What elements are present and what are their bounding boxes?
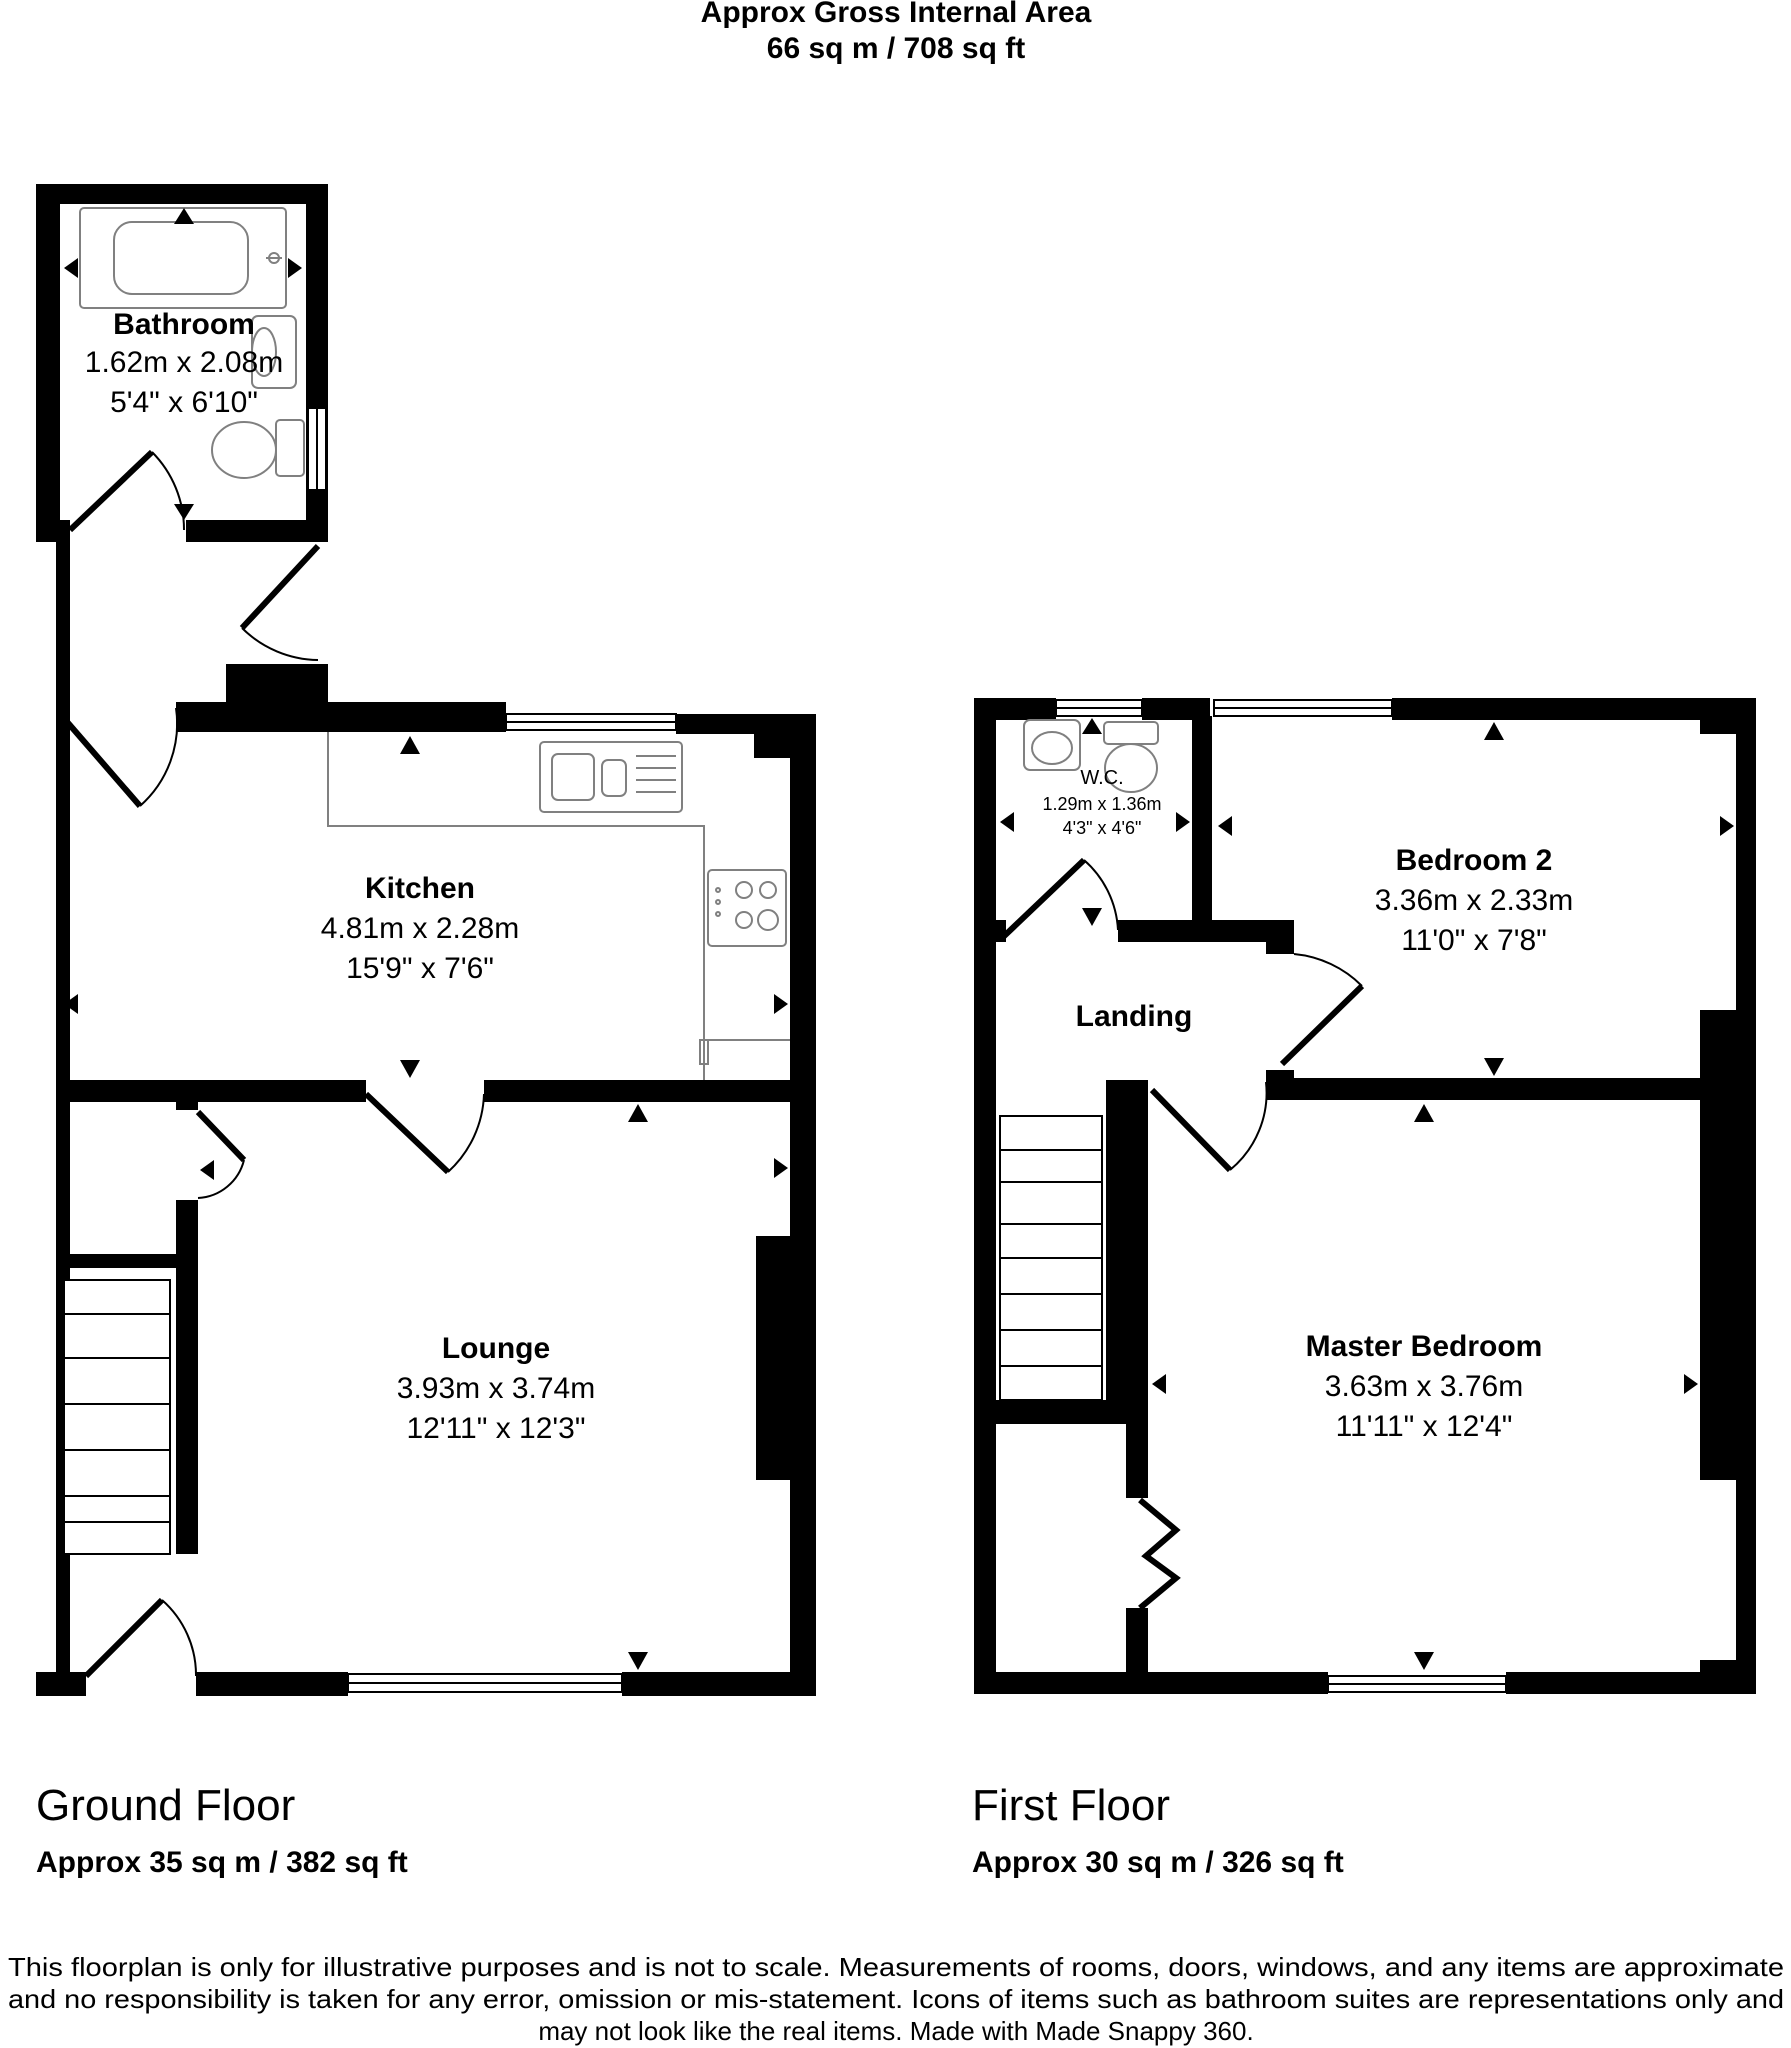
bedroom2-imperial: 11'0" x 7'8" [1401,924,1547,957]
wc-name: W.C. [1080,767,1123,789]
master-bedroom-metric: 3.63m x 3.76m [1325,1370,1523,1403]
first-floor-title: First Floor [972,1781,1170,1830]
landing-name: Landing [1076,1000,1193,1033]
ground-floor-plan [36,184,816,1696]
bathroom-name: Bathroom [113,308,255,341]
bedroom2-name: Bedroom 2 [1396,844,1553,877]
header-title: Approx Gross Internal Area [701,0,1092,29]
master-bedroom-imperial: 11'11" x 12'4" [1336,1410,1513,1443]
kitchen-metric: 4.81m x 2.28m [321,912,519,945]
wc-imperial: 4'3" x 4'6" [1063,818,1142,838]
master-bedroom-name: Master Bedroom [1306,1330,1543,1363]
lounge-name: Lounge [442,1332,550,1365]
ground-floor-title: Ground Floor [36,1781,295,1830]
kitchen-imperial: 15'9" x 7'6" [346,952,494,985]
bathroom-metric: 1.62m x 2.08m [85,346,283,379]
ground-floor-area: Approx 35 sq m / 382 sq ft [36,1846,408,1879]
kitchen-name: Kitchen [365,872,475,905]
disclaimer-line-3: may not look like the real items. Made w… [538,2016,1253,2046]
first-floor-plan [974,698,1756,1694]
bedroom2-metric: 3.36m x 2.33m [1375,884,1573,917]
wc-metric: 1.29m x 1.36m [1042,794,1161,814]
bathroom-imperial: 5'4" x 6'10" [110,386,258,419]
disclaimer-line-2: and no responsibility is taken for any e… [8,1984,1784,2014]
disclaimer-line-1: This floorplan is only for illustrative … [8,1952,1784,1982]
first-floor-area: Approx 30 sq m / 326 sq ft [972,1846,1344,1879]
header-total-area: 66 sq m / 708 sq ft [767,32,1025,65]
lounge-imperial: 12'11" x 12'3" [407,1412,586,1445]
lounge-metric: 3.93m x 3.74m [397,1372,595,1405]
